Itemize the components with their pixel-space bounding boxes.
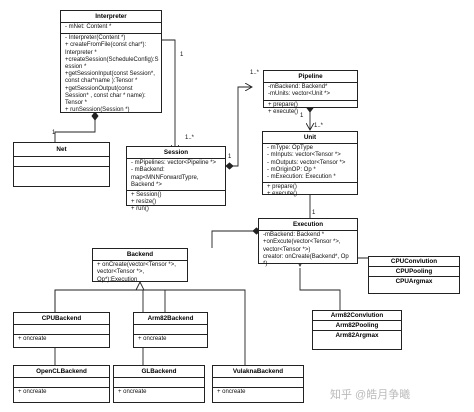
cpu-op-argmax: CPUArgmax	[369, 276, 459, 286]
cpu-backend-title: CPUBackend	[41, 315, 82, 322]
backend-generalization	[54, 280, 145, 312]
session-class[interactable]: Session - mPipelines: vector<Pipeline *>…	[126, 146, 226, 212]
arm-backend-title: Arm82Backend	[147, 315, 194, 322]
interpreter-session-link	[162, 39, 175, 152]
cpu-backend-class[interactable]: CPUBackend + oncreate	[13, 312, 110, 348]
mult-pipeline-many: 1..*	[250, 70, 260, 76]
interpreter-diamond-bottom	[91, 111, 99, 121]
cpu-backend-operations: + oncreate	[14, 334, 109, 344]
arm-backend-class[interactable]: Arm82Backend + oncreate	[133, 312, 208, 348]
vulkan-backend-operations: + oncreate	[213, 387, 303, 397]
gl-backend-operations: + oncreate	[114, 387, 204, 397]
execution-backend-link	[211, 230, 253, 248]
session-diamond	[225, 162, 234, 170]
pipeline-attributes: -mBackend: Backend* -mUnits: vector<Unit…	[264, 82, 357, 99]
arm-op-pooling: Arm82Pooling	[313, 320, 401, 330]
session-title: Session	[163, 149, 189, 156]
net-attributes	[14, 156, 109, 166]
interpreter-class[interactable]: Interpreter - mNet: Content * - Interpre…	[60, 10, 162, 113]
interpreter-attributes: - mNet: Content *	[61, 22, 161, 33]
cpu-ops-class[interactable]: CPUConvlution CPUPooling CPUArgmax	[368, 256, 460, 294]
mult-pipeline-1: 1	[228, 154, 232, 160]
mult-session-many: 1..*	[185, 135, 195, 141]
opencl-backend-operations: + oncreate	[14, 387, 109, 397]
pipeline-title: Pipeline	[298, 73, 323, 80]
vulkan-backend-gen	[140, 289, 246, 365]
cpu-op-pooling: CPUPooling	[369, 266, 459, 276]
pipeline-operations: + prepare() + execute()	[264, 99, 357, 117]
arm-backend-attributes	[134, 324, 207, 334]
mult-interp-session: 1	[180, 52, 184, 58]
interpreter-title: Interpreter	[95, 13, 127, 20]
backend-class[interactable]: Backend + onCreate(vector<Tensor *>, vec…	[92, 248, 188, 285]
arm-op-argmax: Arm82Argmax	[313, 330, 401, 340]
vulkan-backend-class[interactable]: VulaknaBackend + oncreate	[212, 365, 304, 403]
net-operations	[14, 166, 109, 186]
armops-generalization	[299, 268, 341, 310]
pipeline-class[interactable]: Pipeline -mBackend: Backend* -mUnits: ve…	[263, 70, 358, 115]
vulkan-backend-title: VulaknaBackend	[232, 368, 284, 375]
arm-backend-operations: + oncreate	[134, 334, 207, 344]
unit-class[interactable]: Unit - mType: OpType - mInputs: vector<T…	[262, 131, 358, 197]
backend-operations: + onCreate(vector<Tensor *>, vector<Tens…	[93, 260, 187, 285]
arm-ops-class[interactable]: Arm82Convlution Arm82Pooling Arm82Argmax	[312, 310, 402, 350]
cpu-backend-attributes	[14, 324, 109, 334]
mult-unit-1: 1	[300, 113, 304, 119]
mult-interp-net: 1	[52, 130, 56, 136]
interpreter-operations: - Interpreter(Content *) + createFromFil…	[61, 33, 161, 115]
execution-operations: -mBackend: Backend * +onExcute(vector<Te…	[259, 230, 357, 269]
session-attributes: - mPipelines: vector<Pipeline *> - mBack…	[127, 158, 225, 190]
unit-title: Unit	[303, 134, 317, 141]
net-title: Net	[56, 146, 67, 153]
gl-backend-class[interactable]: GLBackend + oncreate	[113, 365, 205, 403]
watermark: 知乎 @皓月争曦	[330, 389, 411, 401]
opencl-backend-class[interactable]: OpenCLBackend + oncreate	[13, 365, 110, 403]
arm-op-convolution: Arm82Convlution	[330, 312, 384, 319]
execution-title: Execution	[292, 221, 324, 228]
gl-backend-attributes	[114, 377, 204, 387]
unit-attributes: - mType: OpType - mInputs: vector<Tensor…	[263, 143, 357, 182]
net-class[interactable]: Net	[13, 142, 110, 187]
session-pipeline-link	[233, 87, 252, 167]
backend-title: Backend	[126, 251, 154, 258]
opencl-backend-attributes	[14, 377, 109, 387]
gl-backend-title: GLBackend	[141, 368, 177, 375]
mult-unit-many: 1..*	[314, 123, 324, 129]
vulkan-backend-attributes	[213, 377, 303, 387]
mult-execution-1: 1	[312, 210, 316, 216]
interpreter-net-link	[54, 117, 96, 142]
opencl-backend-title: OpenCLBackend	[36, 368, 87, 375]
session-operations: + Session() + resize() + run()	[127, 190, 225, 215]
cpu-op-convolution: CPUConvlution	[390, 258, 438, 265]
execution-class[interactable]: Execution -mBackend: Backend * +onExcute…	[258, 218, 358, 267]
unit-operations: + prepare() + execute()	[263, 182, 357, 199]
